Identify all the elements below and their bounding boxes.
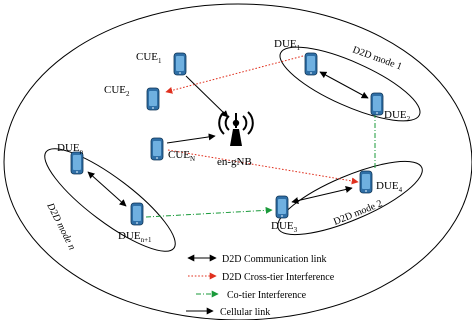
cue2-phone-icon [146,87,160,111]
d2d-mode-2-cluster [277,160,423,236]
duen1-phone-icon [130,202,144,226]
due2-phone-icon [370,92,384,116]
mode-2-label: D2D mode 2 [332,198,384,228]
due1-phone-icon [304,52,318,76]
due2-label: DUE2 [384,109,411,123]
cell-boundary [3,3,472,320]
d2d-mode-1-cluster [279,46,421,122]
d2d-link-due3-due4 [291,186,353,204]
cross-tier-interference-cuen-due4 [167,149,359,185]
legend-co-tier-label: Co-tier Interference [227,290,307,301]
due3-phone-icon [275,195,289,219]
duen1-label: DUEn+1 [118,230,152,244]
due4-label: DUE4 [376,180,403,194]
bs-label: en-gNB [217,156,252,168]
co-tier-interference-moden-mode2 [145,206,273,218]
due4-phone-icon [359,170,373,194]
mode-1-label: D2D mode 1 [351,44,403,72]
cross-tier-interference-due1-cue2 [165,55,304,94]
cue1-label: CUE1 [136,51,162,65]
legend-cellular-label: Cellular link [220,307,270,318]
cuen-phone-icon [150,137,164,161]
legend-d2d-link-label: D2D Communication link [222,254,326,265]
mode-n-label: D2D mode n [44,200,77,251]
cuen-label: CUEN [168,149,195,163]
cellular-link-cuen [166,133,216,144]
due1-label: DUE1 [274,38,301,52]
legend-cross-tier-label: D2D Cross-tier Interference [222,272,335,283]
antenna-tower-icon [218,111,254,146]
cellular-link-cue1 [185,75,229,118]
d2d-link-duen-duen1 [87,171,127,207]
duen-label: DUEn [57,142,84,156]
legend: D2D Communication link D2D Cross-tier In… [186,254,335,318]
d2d-link-due1-due2 [319,71,369,99]
cue2-label: CUE2 [104,84,130,98]
due3-label: DUE3 [271,220,298,234]
cue1-phone-icon [173,52,187,76]
d2d-mode-n-cluster [44,148,176,252]
